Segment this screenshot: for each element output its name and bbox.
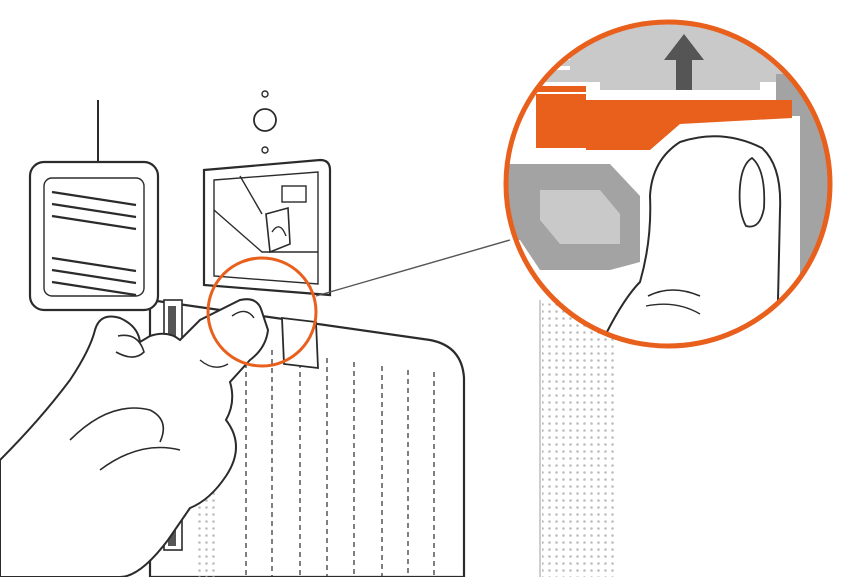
screw-holes (254, 91, 276, 153)
back-edge-grille (542, 300, 616, 577)
callout-leader-line (316, 240, 510, 296)
